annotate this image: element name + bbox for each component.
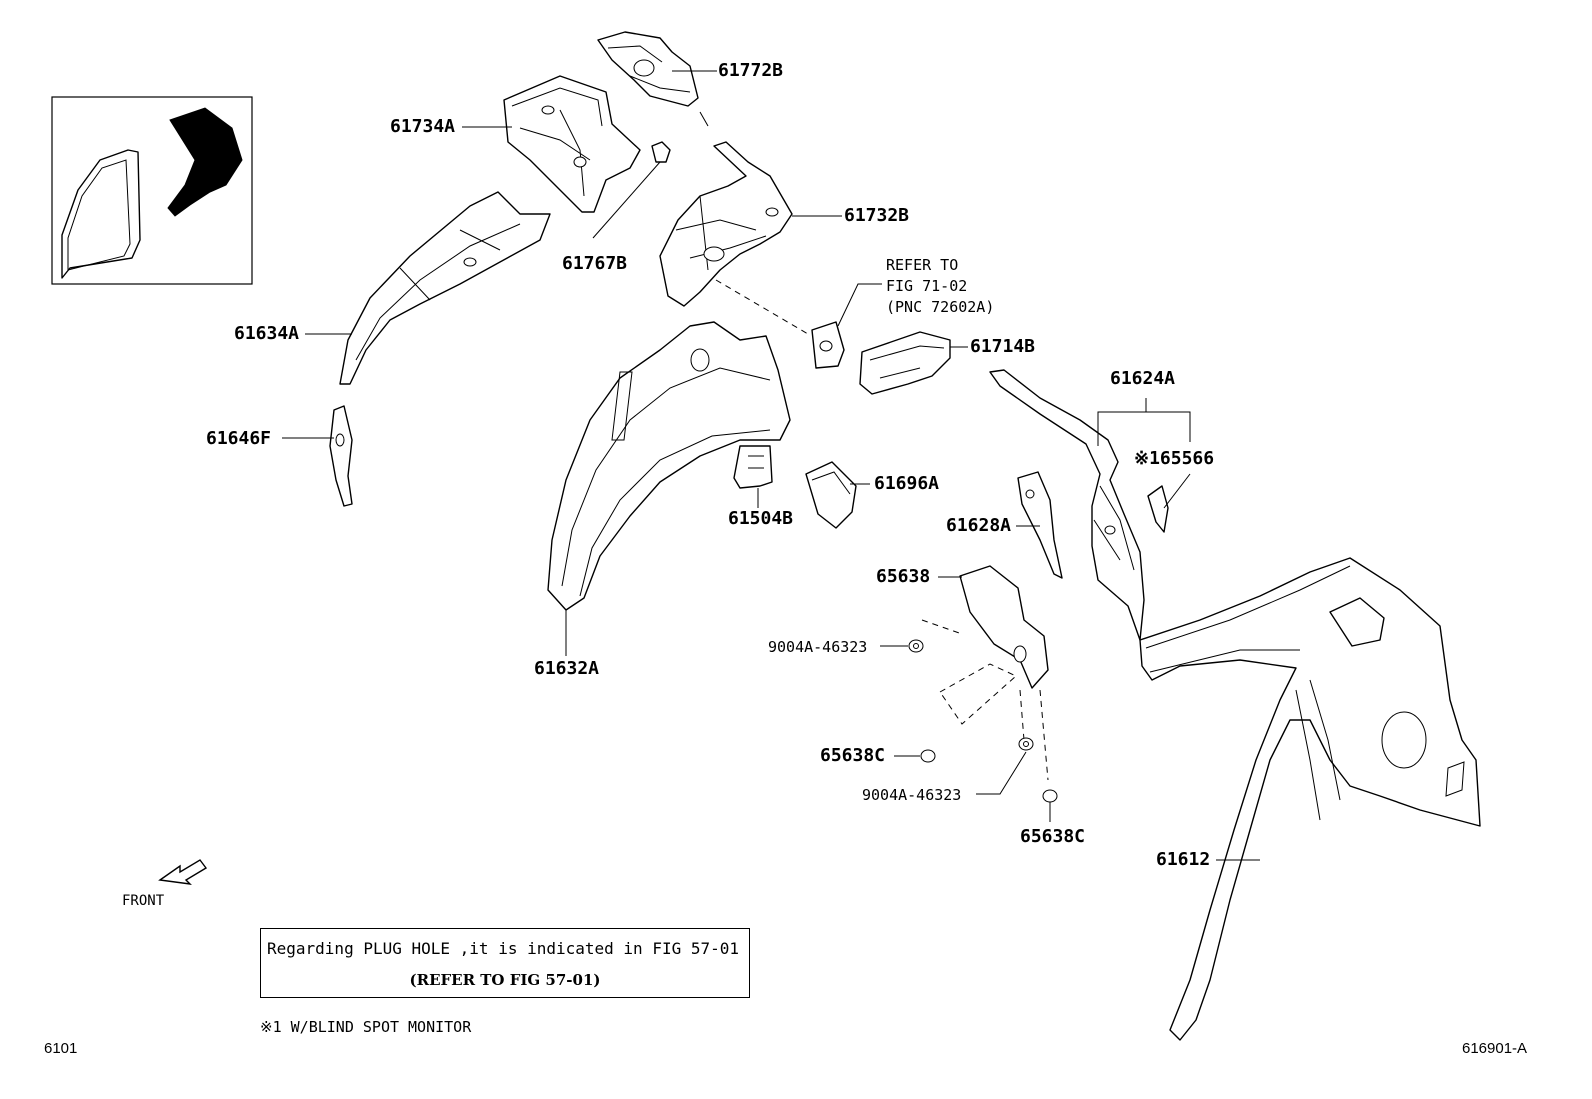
label-61772B: 61772B	[718, 60, 784, 81]
part-61767B-drawing	[592, 141, 671, 239]
fastener-9004A-1	[880, 639, 924, 653]
label-65638C-left: 65638C	[820, 745, 886, 766]
part-61772B-drawing	[597, 31, 717, 127]
part-61628A-drawing	[1016, 471, 1063, 579]
label-61767B: 61767B	[562, 253, 628, 274]
part-61634A-drawing	[305, 191, 551, 385]
label-61612: 61612	[1156, 849, 1211, 870]
label-61624A: 61624A	[1110, 368, 1176, 389]
label-65638C-right: 65638C	[1020, 826, 1086, 847]
label-61732B: 61732B	[844, 205, 910, 226]
label-61632A: 61632A	[534, 658, 600, 679]
part-61696A-drawing	[805, 461, 870, 529]
fastener-9004A-2	[976, 737, 1034, 795]
label-9004A-46323-lower: 9004A-46323	[862, 786, 962, 804]
plug-hole-note-box: Regarding PLUG HOLE ,it is indicated in …	[260, 928, 750, 998]
part-61624A-drawing	[989, 369, 1191, 641]
label-9004A-46323-upper: 9004A-46323	[768, 638, 868, 656]
refer-line-2: FIG 71-02	[886, 277, 968, 295]
part-61732B-drawing	[659, 141, 842, 335]
part-65566-drawing	[1147, 473, 1191, 533]
label-65566: ※165566	[1134, 448, 1215, 469]
page-code-left: 6101	[44, 1040, 78, 1057]
label-61504B: 61504B	[728, 508, 794, 529]
label-61734A: 61734A	[390, 116, 456, 137]
front-arrow-icon	[158, 859, 208, 885]
refer-line-1: REFER TO	[886, 256, 959, 274]
label-61628A: 61628A	[946, 515, 1012, 536]
fastener-65638C-1	[894, 749, 936, 763]
fastener-65638C-2	[1042, 789, 1058, 822]
figure-code-right: 616901-A	[1462, 1040, 1528, 1057]
label-61696A: 61696A	[874, 473, 940, 494]
part-61632A-drawing	[547, 321, 791, 656]
note-line-2: (REFER TO FIG 57-01)	[409, 971, 601, 989]
label-65638: 65638	[876, 566, 931, 587]
refer-part-drawing	[811, 283, 882, 369]
label-61634A: 61634A	[234, 323, 300, 344]
part-61646F-drawing	[282, 405, 353, 507]
part-61734A-drawing	[462, 75, 641, 213]
note-line-1: Regarding PLUG HOLE ,it is indicated in …	[267, 939, 740, 958]
label-61646F: 61646F	[206, 428, 272, 449]
part-61714B-drawing	[859, 331, 968, 395]
part-61504B-drawing	[733, 445, 773, 508]
footnote: ※1 W/BLIND SPOT MONITOR	[260, 1018, 472, 1036]
front-label: FRONT	[122, 893, 165, 909]
label-61714B: 61714B	[970, 336, 1036, 357]
inset-vehicle-locator	[51, 96, 253, 285]
part-65638-drawing	[921, 565, 1049, 781]
part-61612-drawing	[1139, 557, 1481, 1041]
refer-line-3: (PNC 72602A)	[886, 298, 995, 316]
